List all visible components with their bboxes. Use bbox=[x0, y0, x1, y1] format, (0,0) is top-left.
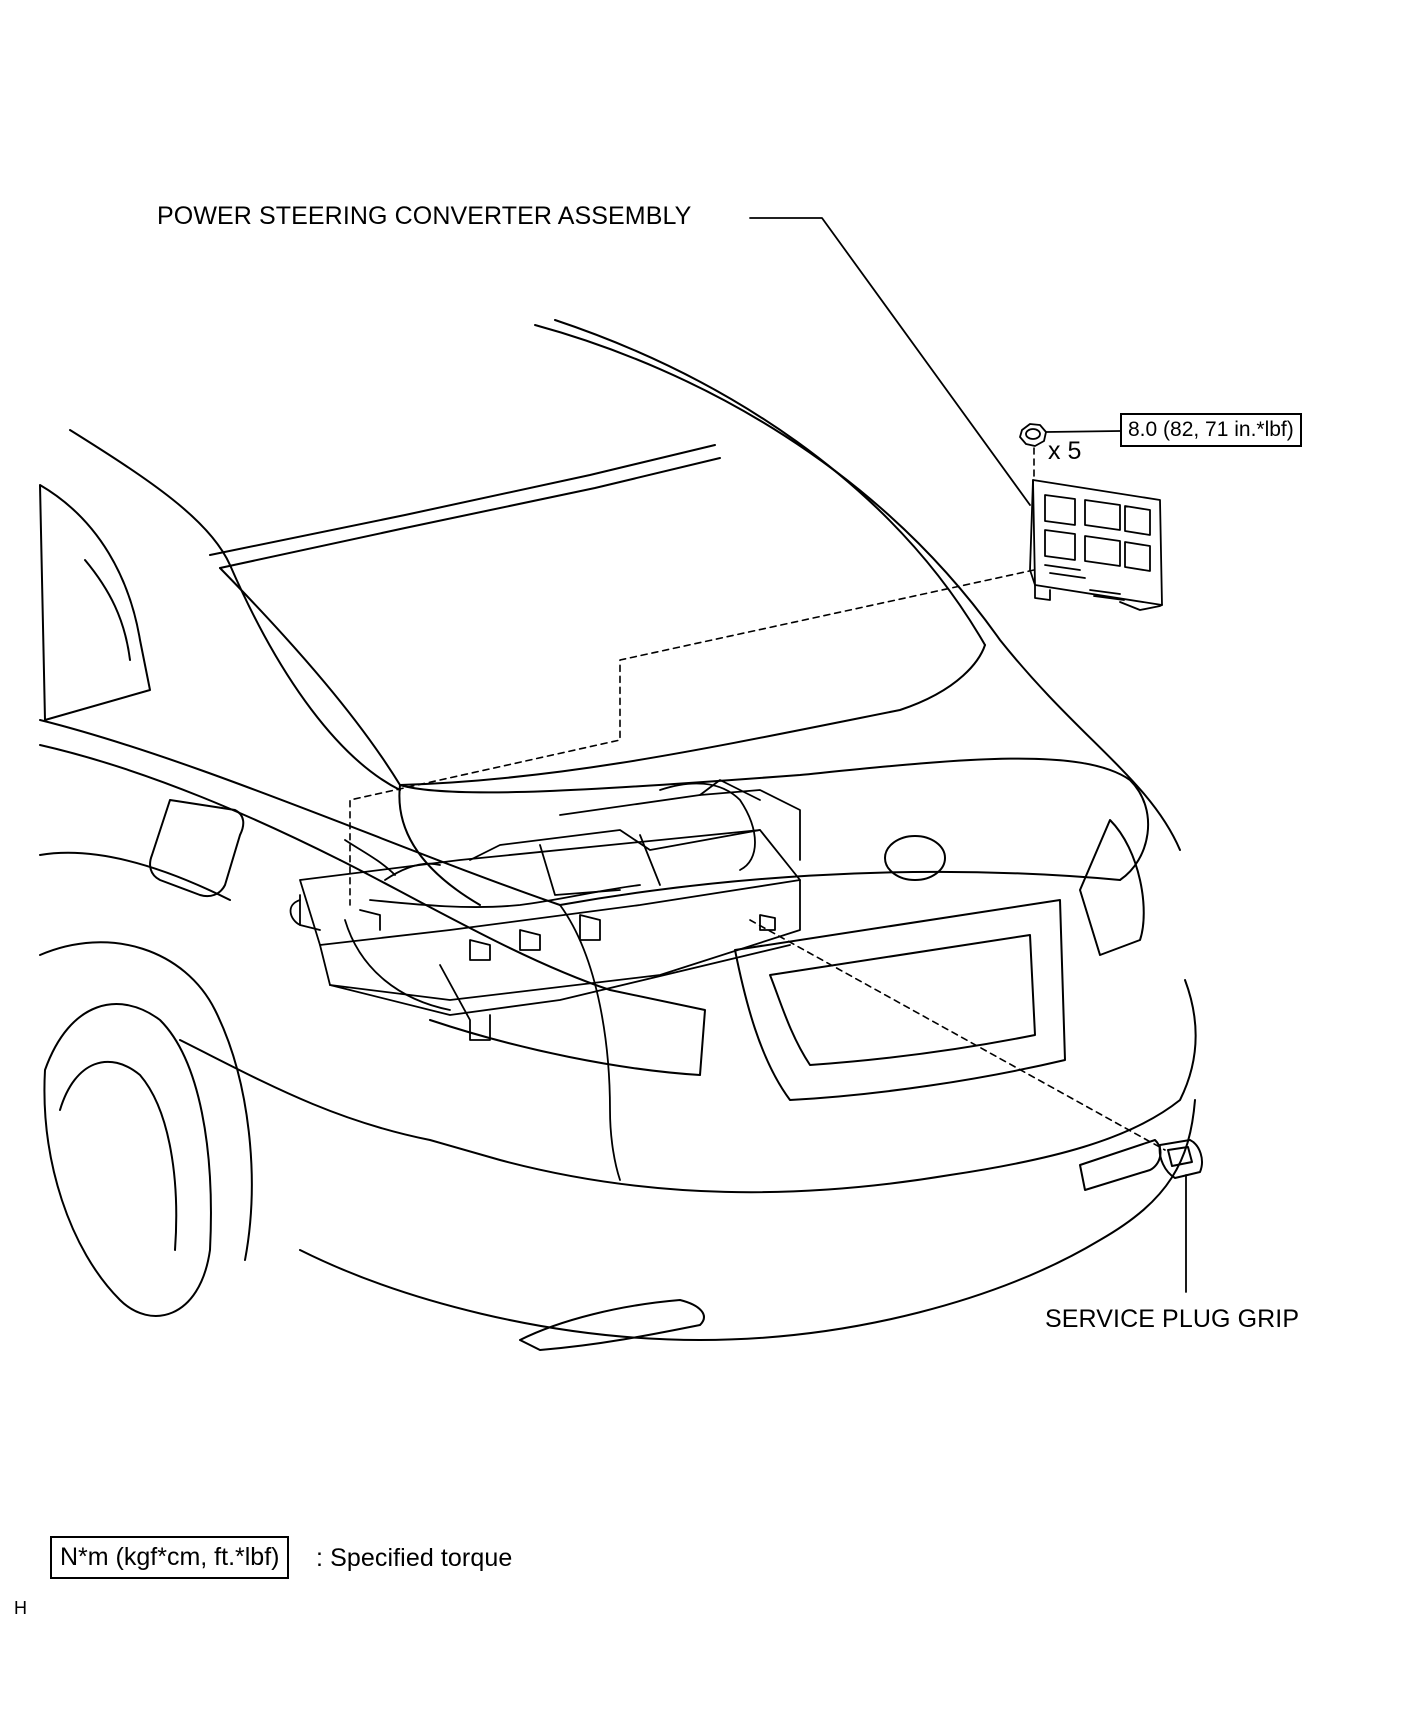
nut-icon bbox=[1019, 423, 1047, 447]
hybrid-battery-assembly bbox=[289, 779, 801, 1181]
rear-glass-top bbox=[209, 444, 716, 556]
service-plug-grip-part bbox=[1158, 1139, 1203, 1179]
figure-ref: H bbox=[14, 1598, 27, 1618]
right-tail-light bbox=[1079, 819, 1145, 956]
rear-bumper bbox=[179, 979, 1197, 1194]
exhaust-tip bbox=[519, 1299, 705, 1351]
leader-lines bbox=[749, 217, 1187, 1293]
side-crease bbox=[39, 851, 231, 901]
bumper-reflector bbox=[1079, 1139, 1162, 1191]
plate-recess-outer bbox=[734, 899, 1066, 1101]
trunk-lid bbox=[399, 757, 1150, 881]
side-window bbox=[39, 484, 151, 721]
rear-tire bbox=[43, 1003, 212, 1317]
legend-description: : Specified torque bbox=[316, 1544, 513, 1572]
bumper-lower bbox=[299, 1099, 1196, 1341]
converter-unit bbox=[1029, 479, 1163, 611]
roof-line bbox=[534, 324, 1181, 851]
legend-unit-box: N*m (kgf*cm, ft.*lbf) bbox=[50, 1536, 290, 1579]
rear-glass-top-2 bbox=[219, 457, 721, 569]
service-plug-label: SERVICE PLUG GRIP bbox=[1045, 1305, 1300, 1333]
installation-lines bbox=[349, 447, 1166, 1151]
side-window-inner bbox=[84, 559, 131, 661]
left-tail-light bbox=[339, 859, 706, 1076]
rear-window-outer bbox=[554, 319, 986, 646]
plate-recess-inner bbox=[769, 934, 1036, 1066]
trunk-inner-edge bbox=[398, 784, 481, 906]
trunk-lower bbox=[559, 870, 1121, 906]
quantity-label: x 5 bbox=[1048, 437, 1082, 465]
emblem bbox=[884, 835, 946, 881]
wheel-arch bbox=[39, 941, 253, 1261]
torque-value: 8.0 (82, 71 in.*lbf) bbox=[1120, 413, 1302, 447]
side-upper-body bbox=[39, 719, 561, 906]
side-body-line bbox=[39, 744, 341, 861]
c-pillar bbox=[69, 429, 401, 791]
rear-tire-inner bbox=[59, 1060, 178, 1251]
rear-glass-lower bbox=[219, 567, 986, 786]
fuel-door bbox=[149, 799, 245, 898]
converter-label: POWER STEERING CONVERTER ASSEMBLY bbox=[157, 202, 692, 230]
